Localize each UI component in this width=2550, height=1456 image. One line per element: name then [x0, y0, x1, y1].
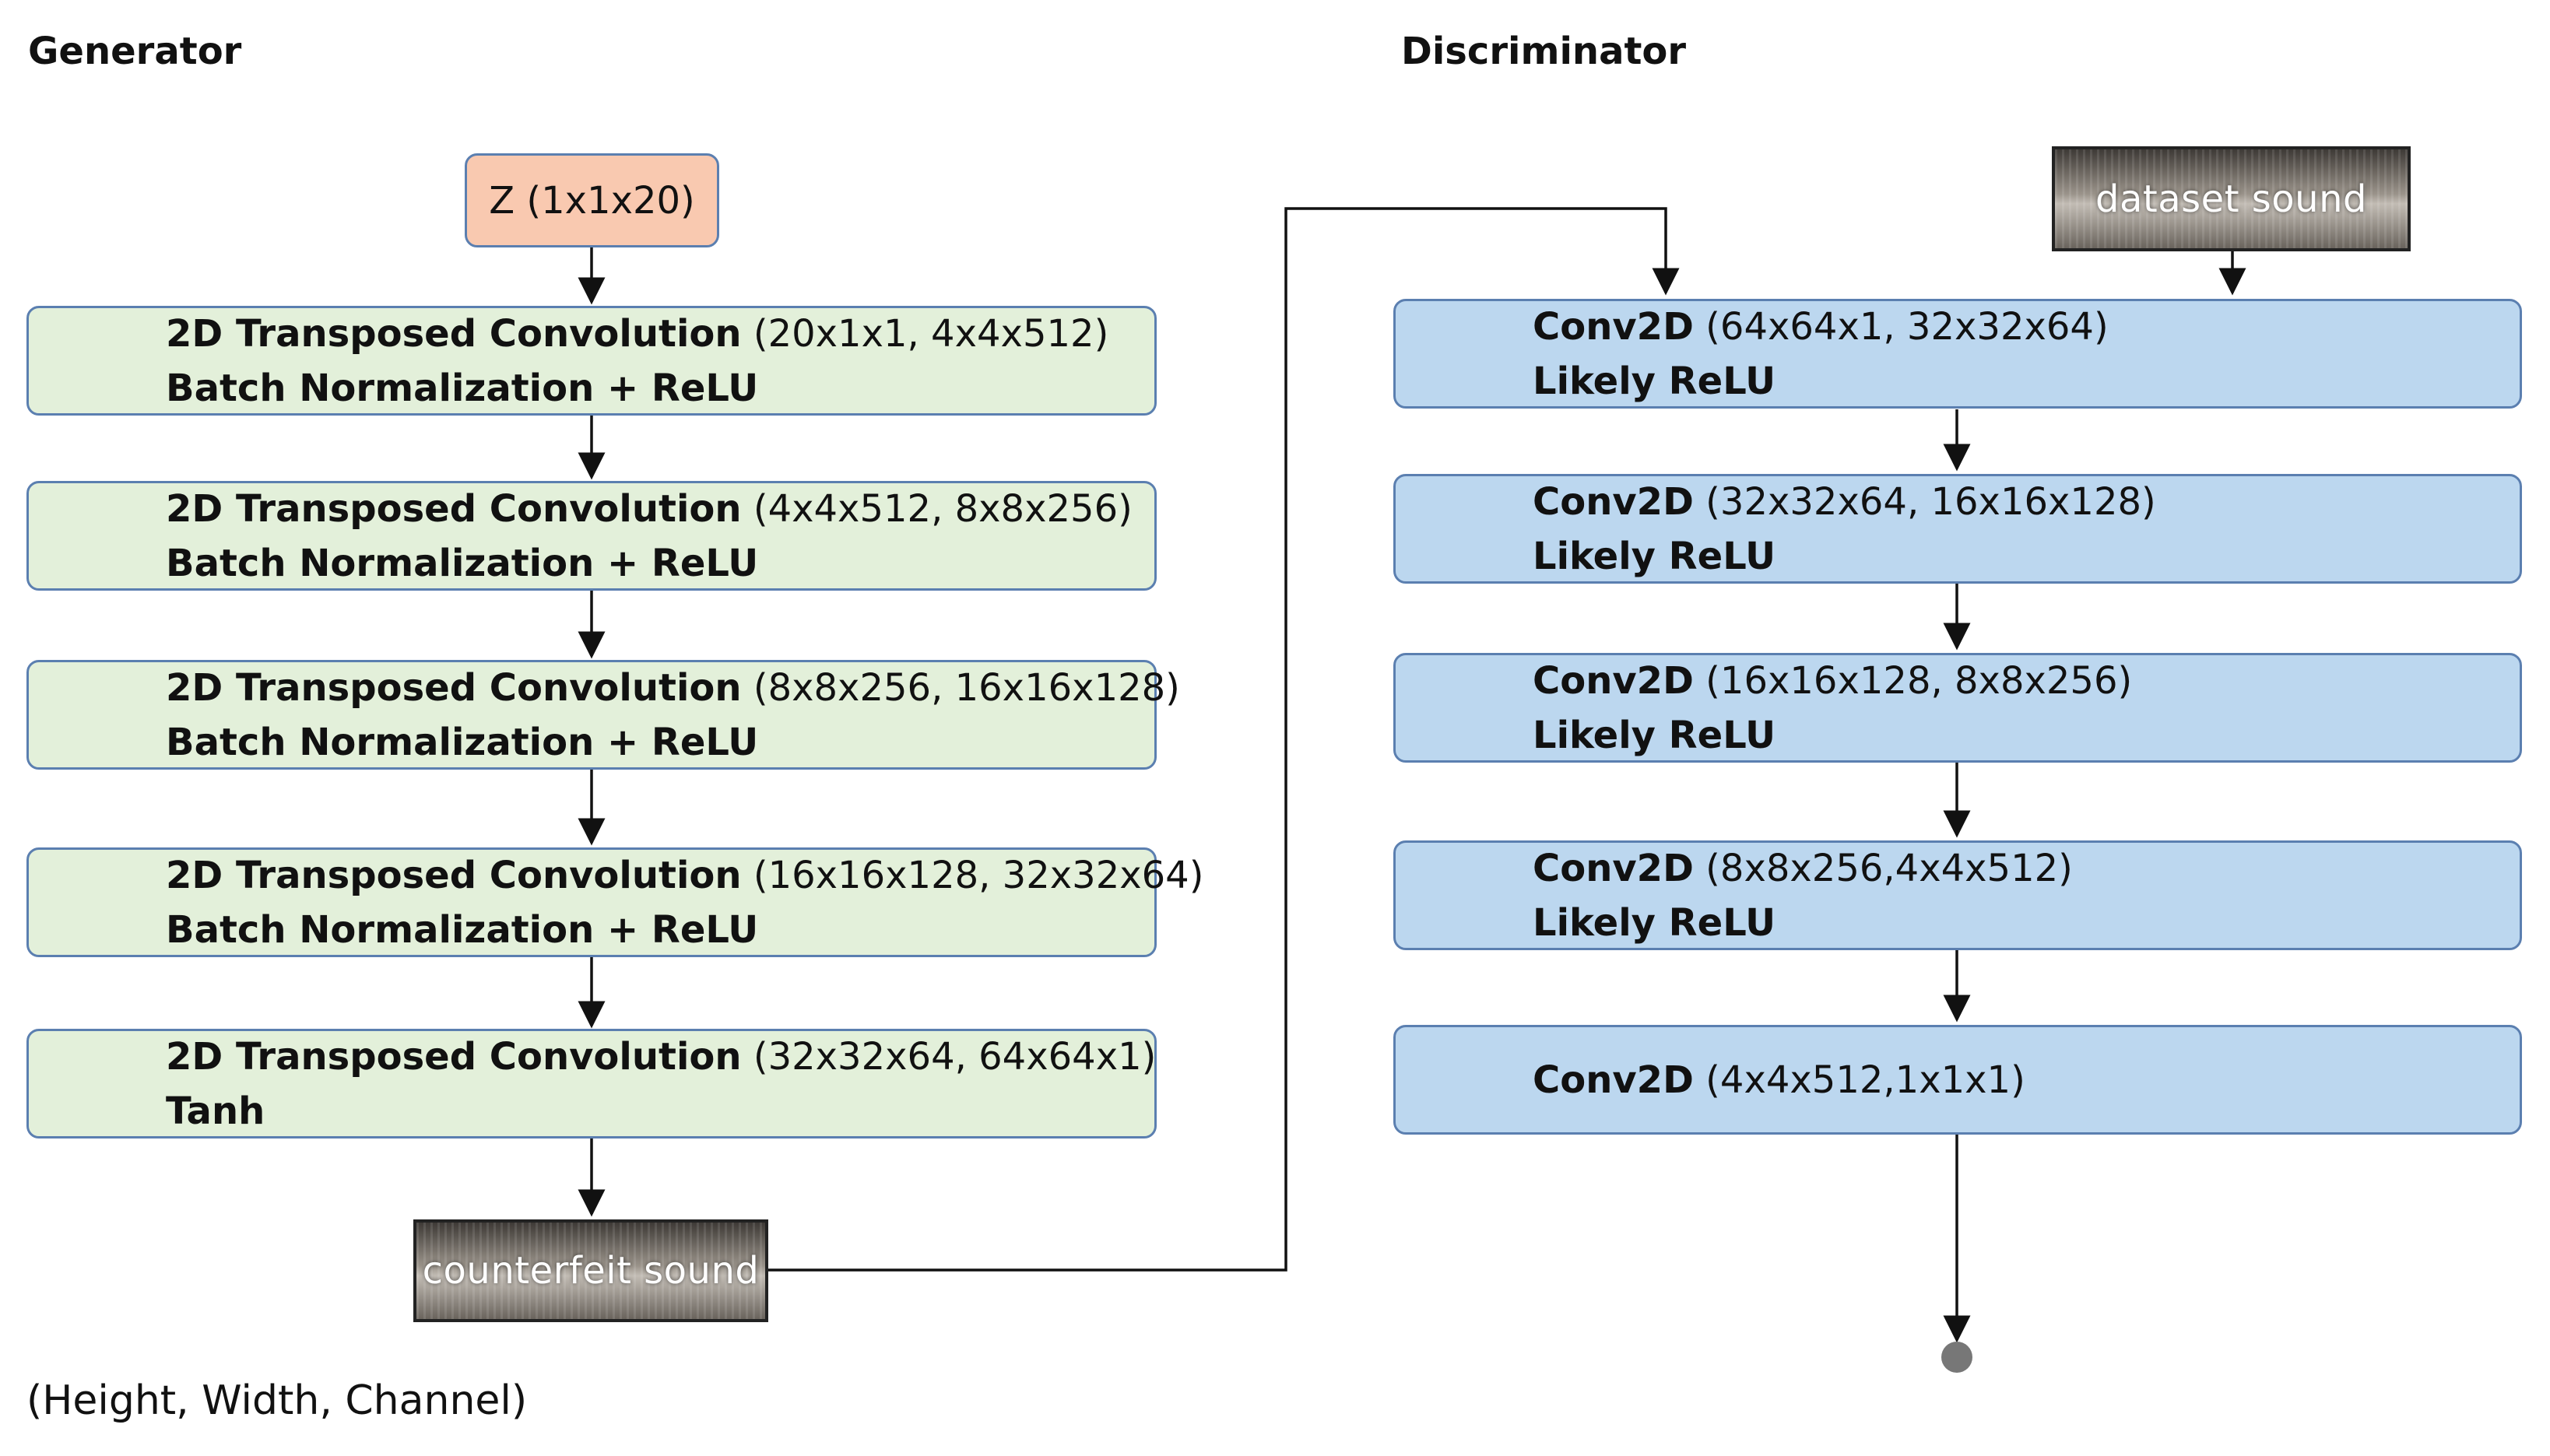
generator-block-op: 2D Transposed Convolution [166, 486, 742, 531]
dataset-sound-label: dataset sound [2095, 177, 2367, 221]
shape-legend-footnote: (Height, Width, Channel) [26, 1377, 528, 1424]
discriminator-block-shape: (4x4x512,1x1x1) [1705, 1058, 2025, 1102]
discriminator-block-shape: (32x32x64, 16x16x128) [1705, 479, 2156, 524]
discriminator-block-3: Conv2D (16x16x128, 8x8x256) Likely ReLU [1393, 653, 2522, 763]
discriminator-block-1: Conv2D (64x64x1, 32x32x64) Likely ReLU [1393, 299, 2522, 409]
generator-block-activation: Batch Normalization + ReLU [166, 366, 759, 410]
counterfeit-sound-label: counterfeit sound [422, 1249, 760, 1293]
generator-block-3: 2D Transposed Convolution (8x8x256, 16x1… [26, 660, 1180, 770]
discriminator-block-op: Conv2D [1533, 658, 1694, 703]
output-node [1941, 1342, 1972, 1373]
generator-title: Generator [28, 30, 242, 73]
latent-vector-node: Z (1x1x20) [465, 153, 719, 247]
counterfeit-sound-spectrogram: counterfeit sound [413, 1219, 768, 1322]
discriminator-block-op: Conv2D [1533, 1058, 1694, 1102]
generator-block-2: 2D Transposed Convolution (4x4x512, 8x8x… [26, 481, 1157, 591]
generator-block-shape: (4x4x512, 8x8x256) [753, 486, 1133, 531]
discriminator-block-2: Conv2D (32x32x64, 16x16x128) Likely ReLU [1393, 474, 2522, 584]
discriminator-block-op: Conv2D [1533, 304, 1694, 349]
generator-block-op: 2D Transposed Convolution [166, 1034, 742, 1079]
generator-block-shape: (32x32x64, 64x64x1) [753, 1034, 1157, 1079]
generator-block-op: 2D Transposed Convolution [166, 853, 742, 897]
discriminator-block-activation: Likely ReLU [1533, 900, 1776, 945]
generator-block-5: 2D Transposed Convolution (32x32x64, 64x… [26, 1029, 1157, 1138]
discriminator-block-shape: (64x64x1, 32x32x64) [1705, 304, 2109, 349]
generator-block-activation: Batch Normalization + ReLU [166, 907, 759, 952]
discriminator-block-op: Conv2D [1533, 479, 1694, 524]
discriminator-title: Discriminator [1401, 30, 1687, 73]
generator-block-activation: Batch Normalization + ReLU [166, 720, 759, 764]
discriminator-block-activation: Likely ReLU [1533, 359, 1776, 403]
generator-block-op: 2D Transposed Convolution [166, 311, 742, 356]
latent-vector-label: Z (1x1x20) [489, 178, 695, 223]
discriminator-block-5: Conv2D (4x4x512,1x1x1) [1393, 1025, 2522, 1135]
generator-block-4: 2D Transposed Convolution (16x16x128, 32… [26, 847, 1203, 957]
arrow-counterfeit-to-disc1 [768, 207, 1680, 1272]
discriminator-block-activation: Likely ReLU [1533, 713, 1776, 757]
generator-block-shape: (20x1x1, 4x4x512) [753, 311, 1109, 356]
generator-block-1: 2D Transposed Convolution (20x1x1, 4x4x5… [26, 306, 1157, 416]
generator-block-op: 2D Transposed Convolution [166, 665, 742, 710]
generator-block-activation: Tanh [166, 1089, 265, 1133]
discriminator-block-4: Conv2D (8x8x256,4x4x512) Likely ReLU [1393, 840, 2522, 950]
discriminator-block-shape: (16x16x128, 8x8x256) [1705, 658, 2133, 703]
discriminator-block-op: Conv2D [1533, 846, 1694, 890]
discriminator-block-shape: (8x8x256,4x4x512) [1705, 846, 2073, 890]
generator-block-shape: (8x8x256, 16x16x128) [753, 665, 1180, 710]
dataset-sound-spectrogram: dataset sound [2052, 146, 2411, 251]
generator-block-shape: (16x16x128, 32x32x64) [753, 853, 1204, 897]
generator-block-activation: Batch Normalization + ReLU [166, 541, 759, 585]
discriminator-block-activation: Likely ReLU [1533, 534, 1776, 578]
